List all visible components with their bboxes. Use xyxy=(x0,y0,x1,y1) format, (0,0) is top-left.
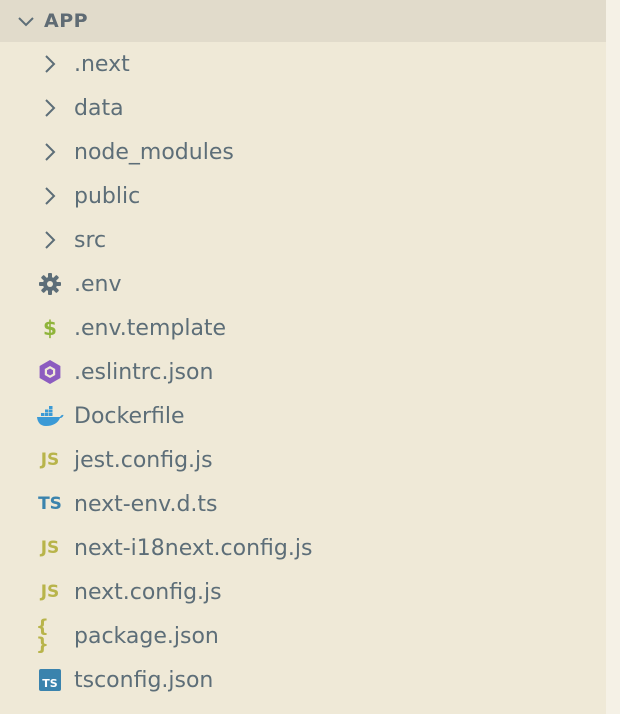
folder-item-node-modules[interactable]: node_modules xyxy=(0,130,606,174)
js-icon: JS xyxy=(36,534,64,562)
file-item-next-config-js[interactable]: JS next.config.js xyxy=(0,570,606,614)
chevron-right-icon xyxy=(36,94,64,122)
file-item-env[interactable]: .env xyxy=(0,262,606,306)
folder-item-data[interactable]: data xyxy=(0,86,606,130)
ts-icon: TS xyxy=(36,490,64,518)
section-title: APP xyxy=(44,10,89,32)
file-item-next-i18next-config-js[interactable]: JS next-i18next.config.js xyxy=(0,526,606,570)
file-item-env-template[interactable]: $ .env.template xyxy=(0,306,606,350)
file-label: .env xyxy=(74,271,122,297)
file-item-next-env-d-ts[interactable]: TS next-env.d.ts xyxy=(0,482,606,526)
chevron-right-icon xyxy=(36,226,64,254)
folder-label: node_modules xyxy=(74,139,234,165)
folder-label: data xyxy=(74,95,124,121)
file-label: .env.template xyxy=(74,315,227,341)
chevron-right-icon xyxy=(36,182,64,210)
file-label: Dockerfile xyxy=(74,403,185,429)
file-label: next.config.js xyxy=(74,579,222,605)
folder-item-src[interactable]: src xyxy=(0,218,606,262)
folder-label: src xyxy=(74,227,107,253)
folder-item-public[interactable]: public xyxy=(0,174,606,218)
file-label: tsconfig.json xyxy=(74,667,214,693)
file-item-dockerfile[interactable]: Dockerfile xyxy=(0,394,606,438)
js-icon: JS xyxy=(36,578,64,606)
svg-text:TS: TS xyxy=(42,677,58,690)
json-braces-icon-text: { } xyxy=(36,616,50,655)
file-label: jest.config.js xyxy=(74,447,213,473)
file-label: next-env.d.ts xyxy=(74,491,218,517)
file-label: .eslintrc.json xyxy=(74,359,214,385)
js-icon-text: JS xyxy=(40,581,60,602)
js-icon: JS xyxy=(36,446,64,474)
chevron-right-icon xyxy=(36,138,64,166)
ts-icon-text: TS xyxy=(38,493,62,514)
js-icon-text: JS xyxy=(40,449,60,470)
folder-item-next[interactable]: .next xyxy=(0,42,606,86)
file-label: next-i18next.config.js xyxy=(74,535,313,561)
chevron-down-icon xyxy=(14,9,38,33)
eslint-icon xyxy=(36,358,64,386)
tsconfig-icon: TS xyxy=(36,666,64,694)
file-item-jest-config-js[interactable]: JS jest.config.js xyxy=(0,438,606,482)
docker-icon xyxy=(36,402,64,430)
section-header-app[interactable]: APP xyxy=(0,0,606,42)
file-item-package-json[interactable]: { } package.json xyxy=(0,614,606,658)
dollar-icon: $ xyxy=(36,314,64,342)
folder-label: .next xyxy=(74,51,130,77)
file-label: package.json xyxy=(74,623,219,649)
file-item-eslintrc-json[interactable]: .eslintrc.json xyxy=(0,350,606,394)
dollar-icon-text: $ xyxy=(43,316,57,340)
json-braces-icon: { } xyxy=(36,618,64,654)
chevron-right-icon xyxy=(36,50,64,78)
gear-icon xyxy=(36,270,64,298)
file-item-tsconfig-json[interactable]: TS tsconfig.json xyxy=(0,658,606,702)
js-icon-text: JS xyxy=(40,537,60,558)
folder-label: public xyxy=(74,183,141,209)
